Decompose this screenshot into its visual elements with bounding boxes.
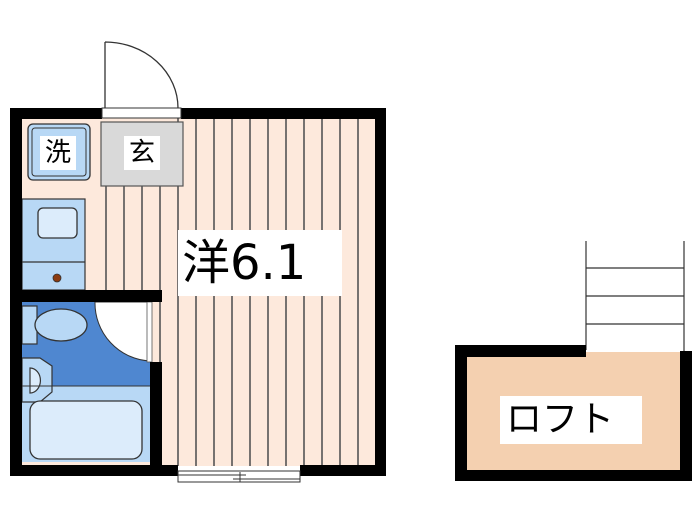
- room-label-laundry: 洗: [40, 136, 76, 170]
- loft-walls: [455, 345, 692, 481]
- window-bottom: [177, 470, 301, 483]
- stove-knob: [52, 273, 62, 283]
- room-label-loft: ロフト: [500, 396, 642, 444]
- loft-ladder: [585, 241, 685, 352]
- bathtub: [29, 400, 143, 460]
- kitchen-sink: [37, 207, 78, 239]
- walls: [10, 108, 386, 476]
- entrance-door: [101, 41, 182, 119]
- room-label-entrance: 玄: [124, 136, 160, 170]
- room-label-western: 洋6.1: [178, 230, 342, 296]
- toilet-bowl: [34, 308, 88, 342]
